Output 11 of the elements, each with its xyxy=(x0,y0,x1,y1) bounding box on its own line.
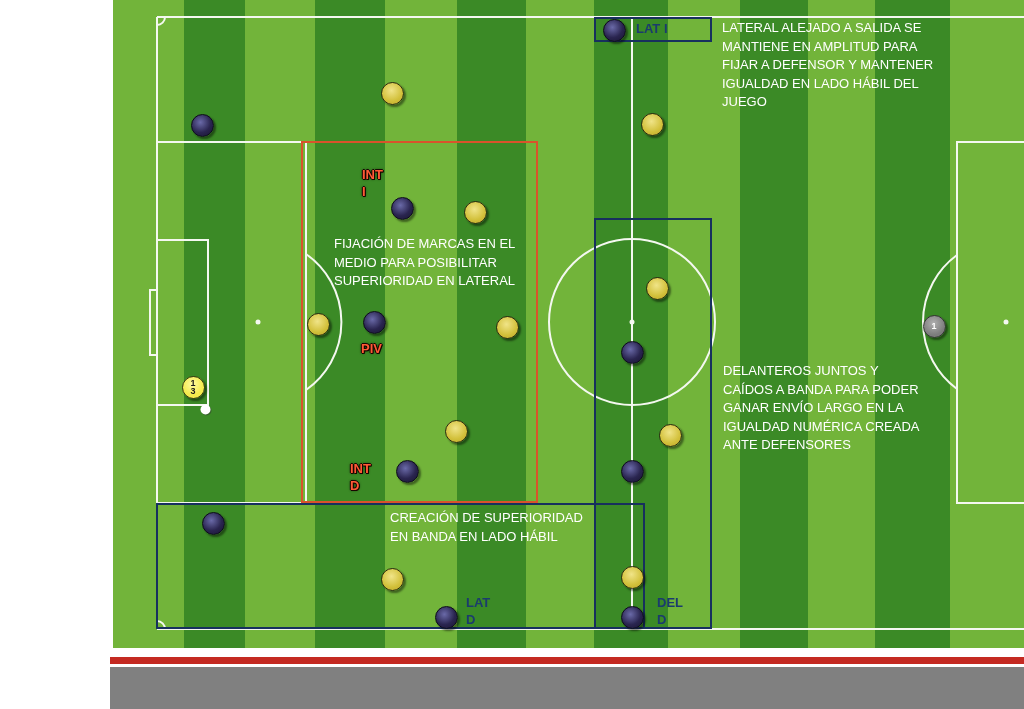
position-label: INT I xyxy=(362,166,383,200)
position-label: PIV xyxy=(361,340,382,357)
position-label: DEL D xyxy=(657,594,683,628)
zone-note: CREACIÓN DE SUPERIORIDAD EN BANDA EN LADO HÁBIL xyxy=(390,509,584,546)
annotation-text: DELANTEROS JUNTOS Y CAÍDOS A BANDA PARA PODER GANAR ENVÍO LARGO EN LA IGUALDAD NUMÉRICA CREADA ANTE DEFENSORES xyxy=(723,362,921,454)
position-label: LAT I xyxy=(636,20,668,37)
zone-note: FIJACIÓN DE MARCAS EN EL MEDIO PARA POSIBILITAR SUPERIORIDAD EN LATERAL xyxy=(334,235,517,290)
zone-frame xyxy=(301,141,538,503)
position-label: INT D xyxy=(350,460,371,494)
annotation-text: LATERAL ALEJADO A SALIDA SE MANTIENE EN AMPLITUD PARA FIJAR A DEFENSOR Y MANTENER IGUALDAD EN LADO HÁBIL DEL JUEGO xyxy=(722,19,935,111)
position-label: LAT D xyxy=(466,594,491,628)
